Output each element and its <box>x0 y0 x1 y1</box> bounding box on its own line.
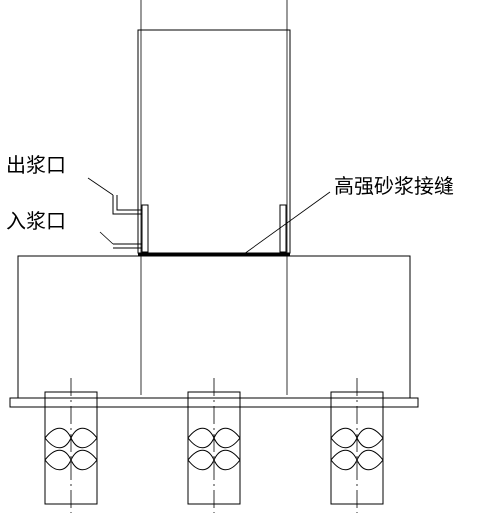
outlet-leader-line <box>87 177 114 196</box>
bedding-layer <box>9 397 419 408</box>
outlet-pipe-lower <box>116 195 142 211</box>
mortar-joint-leader-line <box>243 191 331 255</box>
pile-3 <box>330 378 384 513</box>
grout-pipes <box>112 195 142 249</box>
upper-column-outline <box>137 29 291 254</box>
pile-1 <box>44 378 98 513</box>
pile-2 <box>187 378 241 513</box>
pile-1-break-lower-b <box>44 449 98 471</box>
right-grout-sleeve <box>279 204 287 253</box>
left-grout-sleeve <box>141 204 149 253</box>
outlet-pipe-upper <box>112 195 142 215</box>
pile-3-break-lower-b <box>330 449 384 471</box>
grout-outlet-label: 出浆口 <box>6 153 66 177</box>
upper-column <box>137 29 291 254</box>
grout-inlet-label: 入浆口 <box>6 209 66 233</box>
mortar-joint-label: 高强砂浆接缝 <box>334 174 454 198</box>
inlet-leader-line <box>99 231 114 245</box>
pile-cap-outline <box>17 255 411 399</box>
pile-2-break-lower-b <box>187 449 241 471</box>
